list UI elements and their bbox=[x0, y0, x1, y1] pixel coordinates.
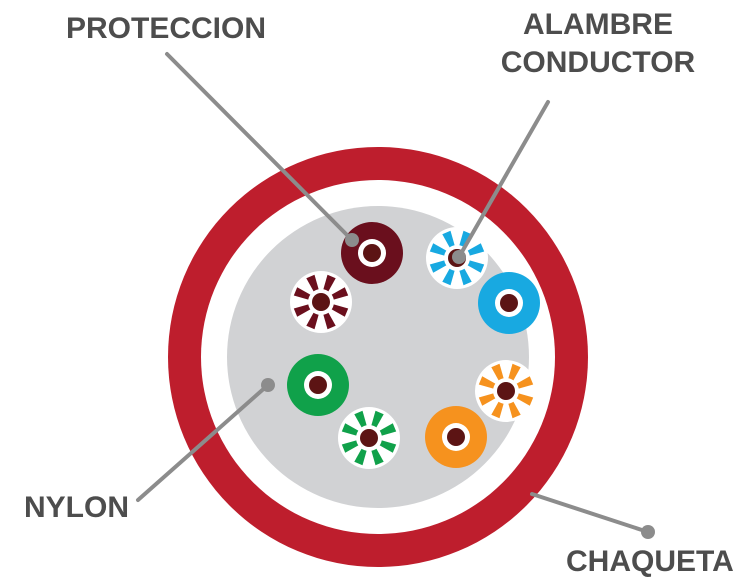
leader-proteccion bbox=[165, 52, 359, 247]
copper-conductor bbox=[447, 428, 465, 446]
leader-nylon bbox=[136, 378, 275, 502]
label-alambre-conductor: ALAMBRE CONDUCTOR bbox=[500, 8, 696, 80]
label-alambre-line2: CONDUCTOR bbox=[500, 46, 696, 79]
wire-stripe bbox=[323, 311, 336, 330]
wire-brown-solid bbox=[341, 222, 403, 284]
wire-stripe bbox=[354, 447, 367, 466]
label-chaqueta: CHAQUETA bbox=[566, 545, 734, 578]
copper-conductor bbox=[309, 376, 327, 394]
leader-lines bbox=[136, 52, 655, 539]
wire-stripe bbox=[508, 400, 521, 419]
wire-stripe bbox=[354, 410, 367, 429]
wires-group bbox=[287, 222, 540, 469]
wire-stripe bbox=[442, 267, 455, 286]
wire-orange-solid bbox=[425, 406, 487, 468]
wire-stripe bbox=[515, 393, 534, 406]
copper-conductor bbox=[497, 382, 515, 400]
leader-alambre-conductor bbox=[452, 100, 550, 264]
leader-dot bbox=[345, 233, 359, 247]
copper-conductor bbox=[500, 294, 518, 312]
wire-stripe bbox=[330, 304, 349, 317]
wire-stripe bbox=[429, 260, 448, 273]
wire-brown-striped bbox=[290, 271, 352, 333]
wire-stripe bbox=[429, 243, 448, 256]
wire-stripe bbox=[371, 410, 384, 429]
label-proteccion: PROTECCION bbox=[66, 12, 267, 45]
wire-stripe bbox=[515, 376, 534, 389]
wire-stripe bbox=[341, 423, 360, 436]
wire-stripe bbox=[371, 447, 384, 466]
wire-stripe bbox=[459, 267, 472, 286]
wire-stripe bbox=[306, 311, 319, 330]
label-alambre-line1: ALAMBRE bbox=[523, 8, 673, 41]
label-nylon: NYLON bbox=[24, 491, 129, 524]
wire-stripe bbox=[330, 287, 349, 300]
leader-dot bbox=[261, 378, 275, 392]
leader-dot bbox=[452, 250, 466, 264]
wire-stripe bbox=[293, 304, 312, 317]
wire-green-striped bbox=[338, 407, 400, 469]
wire-stripe bbox=[491, 400, 504, 419]
wire-stripe bbox=[478, 376, 497, 389]
wire-orange-striped bbox=[475, 360, 537, 422]
wire-stripe bbox=[491, 363, 504, 382]
copper-conductor bbox=[312, 293, 330, 311]
wire-stripe bbox=[466, 260, 485, 273]
wire-stripe bbox=[466, 243, 485, 256]
wire-stripe bbox=[293, 287, 312, 300]
wire-stripe bbox=[459, 230, 472, 249]
wire-stripe bbox=[508, 363, 521, 382]
wire-stripe bbox=[378, 423, 397, 436]
wire-stripe bbox=[478, 393, 497, 406]
leader-dot bbox=[641, 525, 655, 539]
wire-stripe bbox=[378, 440, 397, 453]
wire-stripe bbox=[442, 230, 455, 249]
wire-stripe bbox=[306, 274, 319, 293]
copper-conductor bbox=[360, 429, 378, 447]
copper-conductor bbox=[363, 244, 381, 262]
wire-green-solid bbox=[287, 354, 349, 416]
wire-blue-solid bbox=[478, 272, 540, 334]
wire-stripe bbox=[341, 440, 360, 453]
wire-stripe bbox=[323, 274, 336, 293]
leader-chaqueta bbox=[530, 492, 655, 539]
